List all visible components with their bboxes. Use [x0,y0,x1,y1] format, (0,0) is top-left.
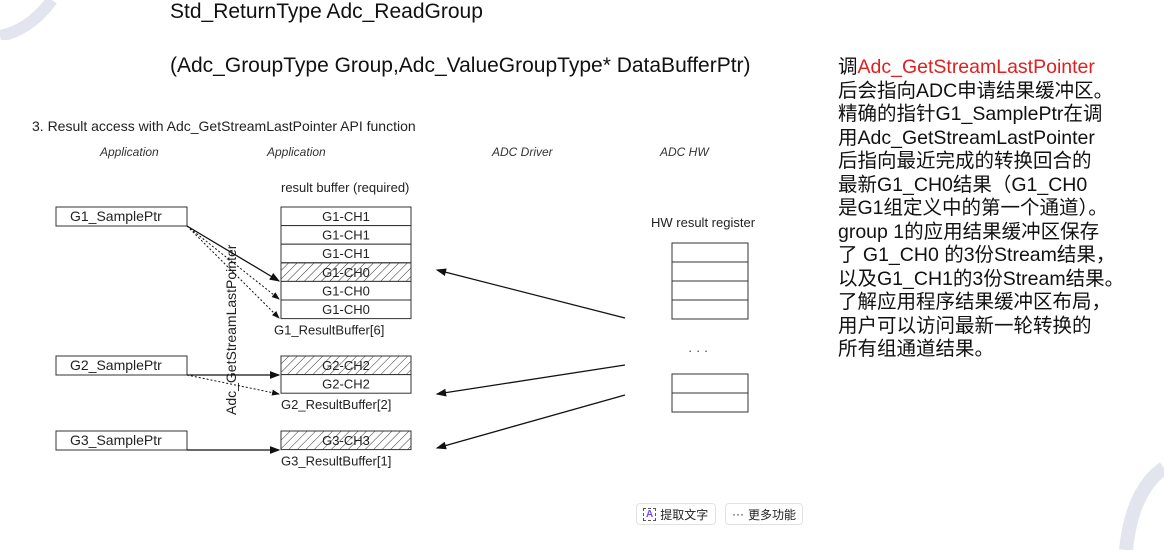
column-header: ADC HW [659,145,710,159]
buffer-cell-label: G3-CH3 [322,433,370,448]
decorative-circle [0,0,57,40]
hw-register-cell [671,299,749,320]
pointer-arrow [435,394,626,450]
result-buffer-name: G3_ResultBuffer[1] [281,454,391,469]
extract-text-button[interactable]: A 提取文字 [636,503,716,525]
signature-line-1: Std_ReturnType Adc_ReadGroup [170,0,483,23]
buffer-cell [280,430,412,451]
pointer-arrow [186,225,281,282]
explanation-line: 是G1组定义中的第一个通道）。 [838,197,1108,219]
explanation-line: group 1的应用结果缓冲区保存 [838,220,1100,243]
buffer-cell-label: G1-CH0 [322,283,370,298]
buffer-cell-label: G1-CH0 [322,265,370,280]
sample-pointer-label: G1_SamplePtr [70,208,162,224]
explanation-line: 用Adc_GetStreamLastPointer [838,126,1095,149]
hw-register-cell [671,373,749,394]
pointer-arrow [186,225,280,319]
sample-pointer-box [55,355,188,376]
sample-pointer-label: G2_SamplePtr [70,357,162,373]
buffer-label: result buffer (required) [281,180,409,195]
buffer-cell-label: G1-CH1 [322,246,370,261]
pointer-arrow [435,268,626,319]
buffer-cell [280,299,412,320]
explanation-api: Adc_GetStreamLastPointer [857,56,1095,78]
explanation-text: 调Adc_GetStreamLastPointer 后会指向ADC申请结果缓冲区… [838,56,1160,362]
diagram-title: 3. Result access with Adc_GetStreamLastP… [32,118,416,134]
explanation-line: 了解应用程序结果缓冲区布局， [838,291,1112,313]
hw-register-cell [671,261,749,282]
hw-label: HW result register [651,215,756,230]
text-recognition-icon: A [643,507,657,521]
buffer-cell [280,374,412,394]
explanation-line: 最新G1_CH0结果（G1_CH0 [838,173,1088,196]
extract-text-label: 提取文字 [660,507,709,522]
explanation-line: 后会指向ADC申请结果缓冲区。 [838,79,1114,102]
more-functions-label: 更多功能 [748,507,797,522]
explanation-line: 精确的指针G1_SamplePtr在调 [838,103,1103,125]
sample-pointer-box [55,430,188,451]
column-header: Application [99,145,159,159]
hw-register-cell [671,242,749,263]
column-header: Application [266,145,326,159]
explanation-line: 后指向最近完成的转换回合的 [838,150,1092,172]
explanation-line: 用户可以访问最新一轮转换的 [838,314,1092,337]
pointer-arrow [186,225,280,300]
column-header: ADC Driver [491,145,554,159]
explanation-line: 以及G1_CH1的3份Stream结果。 [838,267,1125,290]
more-functions-button[interactable]: ··· 更多功能 [725,503,803,525]
buffer-cell-label: G2-CH2 [322,377,370,392]
result-access-diagram: 3. Result access with Adc_GetStreamLastP… [32,118,756,469]
decorative-circle [1119,462,1164,550]
signature-line-2: (Adc_GroupType Group,Adc_ValueGroupType*… [170,54,751,77]
hw-register-cell [671,392,749,413]
buffer-cell-label: G1-CH0 [322,302,370,317]
hw-register-cell [671,280,749,301]
sample-pointer-label: G3_SamplePtr [70,432,162,448]
sample-pointer-box [55,206,188,227]
buffer-cell-label: G1-CH1 [322,228,370,243]
buffer-cell-label: G1-CH1 [322,209,370,224]
pointer-arrow [435,364,626,397]
more-icon: ··· [732,507,744,521]
buffer-cell-label: G2-CH2 [322,358,370,373]
result-buffer-name: G1_ResultBuffer[6] [274,323,384,338]
explanation-line: 了 G1_CH0 的3份Stream结果， [838,244,1116,266]
explanation-line: 所有组通道结果。 [838,338,995,360]
hw-ellipsis: · · · [688,343,708,358]
api-label: Adc_GetStreamLastPointer [223,244,239,415]
explanation-prefix: 调 [838,56,858,78]
result-buffer-name: G2_ResultBuffer[2] [281,397,391,412]
